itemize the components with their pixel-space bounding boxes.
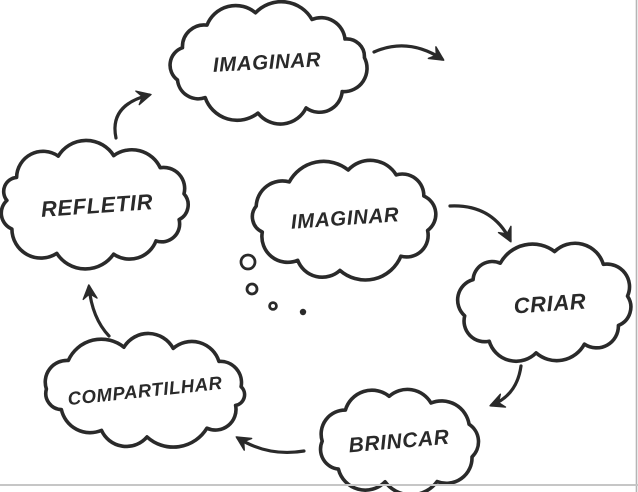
cloud-criar bbox=[455, 241, 633, 364]
thought-dot-large bbox=[239, 253, 257, 271]
arrow-refletir-to-imaginar-top bbox=[113, 90, 152, 140]
arrow-criar-to-brincar bbox=[489, 364, 523, 408]
label-imaginar-top: IMAGINAR bbox=[212, 48, 321, 77]
thought-dot-medium bbox=[245, 282, 259, 296]
cloud-brincar bbox=[318, 387, 481, 492]
cloud-imaginar-center bbox=[250, 158, 438, 282]
thought-dots bbox=[239, 253, 307, 316]
cloud-refletir bbox=[0, 138, 190, 271]
arrow-compartilhar-to-refletir bbox=[82, 284, 111, 338]
thought-dot-small bbox=[268, 301, 278, 311]
arrow-imaginar-center-to-criar bbox=[448, 204, 512, 243]
cloud-imaginar-top bbox=[168, 0, 369, 126]
arrow-brincar-to-compartilhar bbox=[235, 436, 306, 455]
cloud-compartilhar bbox=[43, 331, 247, 449]
label-criar: CRIAR bbox=[513, 288, 587, 318]
thought-dot-tiny bbox=[299, 308, 307, 316]
arrow-imaginar-top-to-right bbox=[372, 44, 445, 61]
